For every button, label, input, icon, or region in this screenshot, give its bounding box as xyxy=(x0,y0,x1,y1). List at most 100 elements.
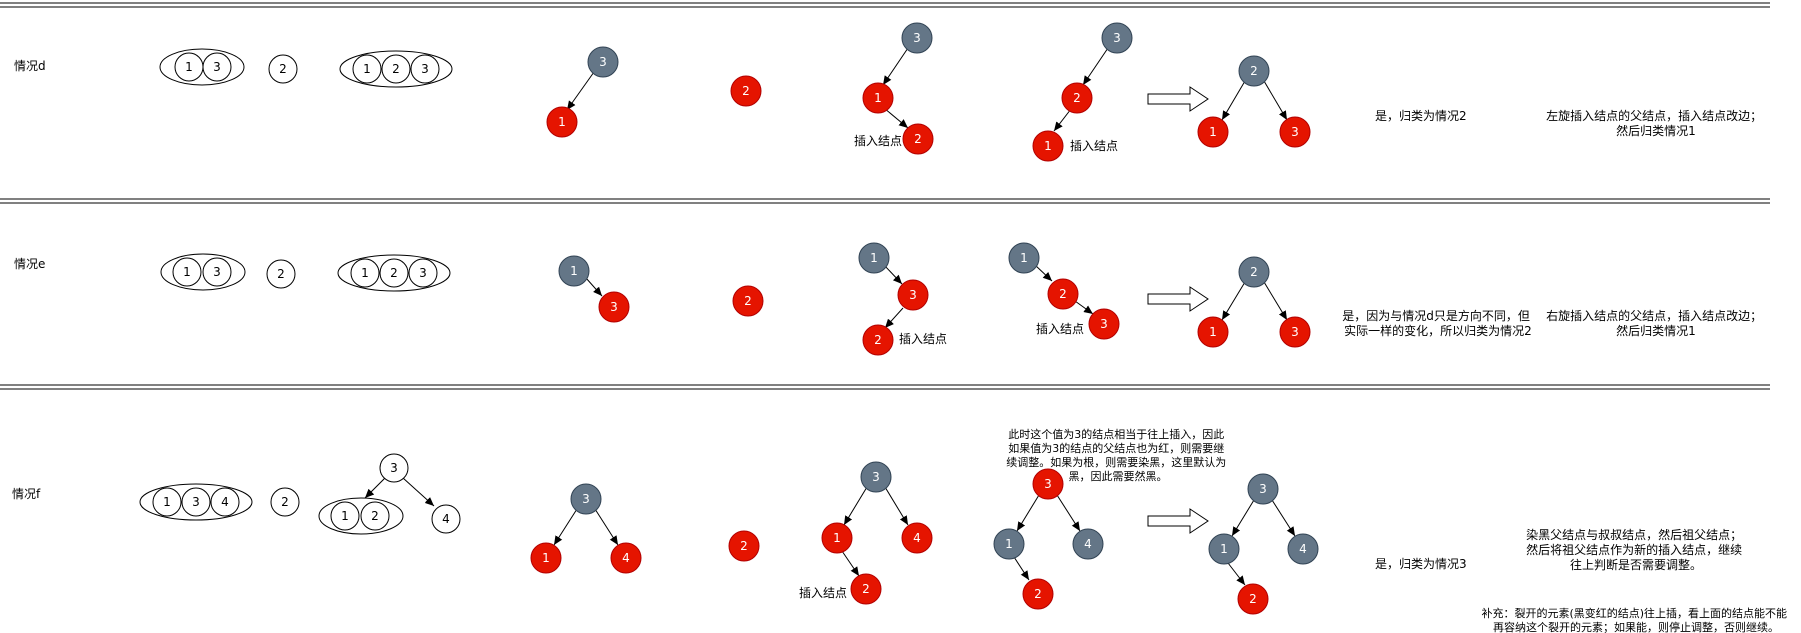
svg-text:3: 3 xyxy=(610,300,618,314)
step1-tree: 1 3 2 插入结点 xyxy=(858,242,947,356)
red-node: 2 xyxy=(850,573,882,605)
black-node: 3 xyxy=(1247,473,1279,505)
step1-tree: 3 1 2 插入结点 xyxy=(854,22,934,155)
svg-text:1: 1 xyxy=(833,531,841,545)
right-arrow-icon xyxy=(1147,86,1209,112)
svg-text:2: 2 xyxy=(744,294,752,308)
tree-before: 3 1 xyxy=(546,46,619,138)
svg-text:4: 4 xyxy=(1084,537,1092,551)
red-node: 2 xyxy=(1022,578,1054,610)
three-node-group: 1 3 4 xyxy=(139,483,253,521)
red-node: 2 xyxy=(1047,278,1079,310)
svg-text:2: 2 xyxy=(1073,91,1081,105)
insert-node: 2 xyxy=(728,530,760,562)
svg-text:3: 3 xyxy=(1291,325,1299,339)
bubble-node: 3 xyxy=(181,487,211,517)
svg-text:4: 4 xyxy=(221,495,229,509)
insert-note: 插入结点 xyxy=(799,586,847,600)
bubble-node: 1 xyxy=(152,487,182,517)
svg-text:1: 1 xyxy=(1044,139,1052,153)
svg-text:2: 2 xyxy=(281,495,289,509)
tree-before: 1 3 xyxy=(558,255,630,323)
svg-text:3: 3 xyxy=(390,461,398,475)
svg-text:1: 1 xyxy=(361,266,369,280)
svg-text:2: 2 xyxy=(1034,587,1042,601)
bubble-node: 1 xyxy=(174,52,204,82)
red-node: 1 xyxy=(821,522,853,554)
right-arrow-icon xyxy=(1147,286,1209,312)
bubble-node: 1 xyxy=(350,258,380,288)
svg-text:1: 1 xyxy=(1020,251,1028,265)
bubble-node: 1 xyxy=(172,257,202,287)
svg-text:2: 2 xyxy=(1250,265,1258,279)
section-e: 情况e 1 3 2 1 2 3 1 3 2 1 3 2 插入结点 xyxy=(14,242,1766,356)
svg-text:3: 3 xyxy=(421,62,429,76)
black-node: 3 xyxy=(860,461,892,493)
svg-text:1: 1 xyxy=(363,62,371,76)
red-node: 1 xyxy=(1197,116,1229,148)
incoming-node: 2 xyxy=(270,487,300,517)
section-label: 情况e xyxy=(14,257,45,271)
step2-tree: 3 2 1 插入结点 xyxy=(1032,22,1133,162)
explanation-text: 左旋插入结点的父结点，插入结点改边； 然后归类情况1 xyxy=(1546,108,1766,138)
svg-text:1: 1 xyxy=(570,264,578,278)
bubble-node: 4 xyxy=(210,487,240,517)
svg-text:1: 1 xyxy=(874,91,882,105)
svg-text:1: 1 xyxy=(1005,537,1013,551)
black-node: 1 xyxy=(1008,242,1040,274)
red-node: 1 xyxy=(862,82,894,114)
explanation-text: 染黑父结点与叔叔结点，然后祖父结点； 然后将祖父结点作为新的插入结点，继续 往上… xyxy=(1526,527,1746,572)
red-node: 3 xyxy=(1279,316,1311,348)
red-node: 3 xyxy=(897,279,929,311)
bubble-node: 1 xyxy=(330,501,360,531)
insert-note: 插入结点 xyxy=(1070,139,1118,153)
red-node: 2 xyxy=(1237,583,1269,615)
svg-text:3: 3 xyxy=(1291,125,1299,139)
explanation-text: 右旋插入结点的父结点，插入结点改边； 然后归类情况1 xyxy=(1546,308,1766,338)
four-node-group: 1 2 3 xyxy=(339,50,453,88)
split-diagram: 3 1 2 4 xyxy=(318,453,461,535)
step2-note: 此时这个值为3的结点相当于往上插入，因此 如果值为3的结点的父结点也为红，则需要… xyxy=(1006,427,1230,483)
red-node: 3 xyxy=(598,291,630,323)
svg-text:1: 1 xyxy=(1209,125,1217,139)
svg-text:3: 3 xyxy=(192,495,200,509)
svg-text:1: 1 xyxy=(558,115,566,129)
black-node: 2 xyxy=(1238,55,1270,87)
svg-text:2: 2 xyxy=(740,539,748,553)
section-label: 情况f xyxy=(12,487,41,501)
result-tree: 2 1 3 xyxy=(1197,256,1311,348)
svg-text:2: 2 xyxy=(742,84,750,98)
section-label: 情况d xyxy=(14,59,46,73)
result-tree: 3 1 4 2 xyxy=(1208,473,1319,615)
black-node: 4 xyxy=(1072,528,1104,560)
bubble-node: 3 xyxy=(202,52,232,82)
step2-tree: 3 1 4 2 xyxy=(993,468,1104,610)
svg-text:4: 4 xyxy=(442,512,450,526)
red-node: 3 xyxy=(1088,308,1120,340)
svg-text:2: 2 xyxy=(1059,287,1067,301)
black-node: 3 xyxy=(587,46,619,78)
black-node: 4 xyxy=(1287,533,1319,565)
red-node: 2 xyxy=(1061,82,1093,114)
svg-text:3: 3 xyxy=(213,265,221,279)
svg-text:3: 3 xyxy=(419,266,427,280)
svg-text:4: 4 xyxy=(913,531,921,545)
red-node: 1 xyxy=(1197,316,1229,348)
svg-text:3: 3 xyxy=(872,470,880,484)
bubble-node: 3 xyxy=(379,453,409,483)
red-node: 1 xyxy=(530,542,562,574)
section-f: 情况f 1 3 4 2 3 1 2 4 3 1 4 2 xyxy=(12,427,1746,615)
black-node: 1 xyxy=(993,528,1025,560)
svg-text:2: 2 xyxy=(874,333,882,347)
svg-text:1: 1 xyxy=(1220,542,1228,556)
tree-before: 3 1 4 xyxy=(530,483,642,574)
incoming-node: 2 xyxy=(266,259,296,289)
svg-text:2: 2 xyxy=(277,267,285,281)
section-d: 情况d 1 3 2 1 2 3 3 1 2 3 1 2 插入结点 xyxy=(14,22,1766,162)
svg-text:2: 2 xyxy=(914,132,922,146)
red-node: 3 xyxy=(1032,468,1064,500)
bubble-node: 2 xyxy=(360,501,390,531)
svg-text:3: 3 xyxy=(599,55,607,69)
red-node: 2 xyxy=(862,324,894,356)
svg-text:4: 4 xyxy=(622,551,630,565)
